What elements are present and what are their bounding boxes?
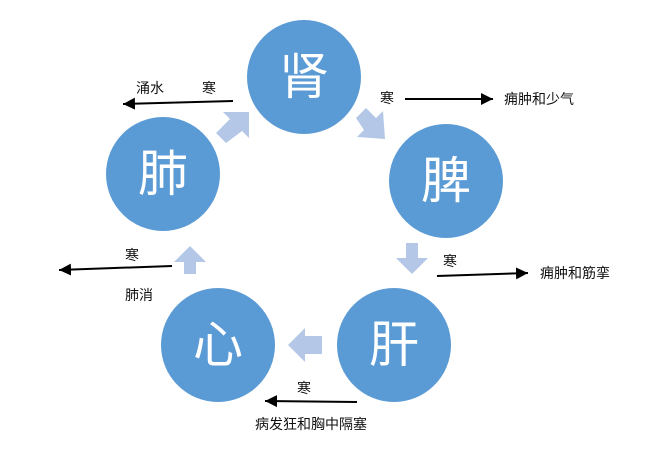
heart-effect-cause: 寒 (297, 381, 311, 397)
organ-label-lung: 肺 (138, 145, 188, 203)
cycle-arrow-lung-to-kidney (216, 112, 249, 143)
heart-effect-result: 病发狂和胸中隔塞 (255, 417, 367, 433)
organ-node-heart: 心 (161, 288, 275, 402)
effect-arrow-lung (58, 263, 173, 276)
lung-effect-result: 肺消 (125, 288, 153, 304)
cycle-arrow-liver-to-heart (288, 328, 322, 362)
cycle-arrow-heart-to-lung (174, 246, 206, 274)
organ-label-kidney: 肾 (279, 48, 329, 106)
effect-arrow-liver (436, 267, 529, 280)
lung-effect-cause: 寒 (125, 248, 139, 264)
organ-node-lung: 肺 (106, 117, 220, 231)
kidney-effect-result: 涌水 (136, 81, 164, 97)
liver-effect-cause: 寒 (443, 254, 457, 270)
effect-arrow-heart (264, 395, 358, 408)
spleen-effect-cause: 寒 (380, 91, 394, 107)
organ-label-spleen: 脾 (421, 152, 471, 210)
organ-label-liver: 肝 (369, 316, 419, 374)
cycle-arrow-spleen-to-liver (396, 243, 428, 274)
spleen-effect-result: 痈肿和少气 (504, 92, 574, 108)
organ-node-liver: 肝 (337, 288, 451, 402)
organ-node-spleen: 脾 (389, 124, 503, 238)
organ-node-kidney: 肾 (247, 20, 361, 134)
organ-label-heart: 心 (193, 316, 243, 374)
kidney-effect-cause: 寒 (202, 81, 216, 97)
effect-arrow-kidney (122, 97, 234, 110)
liver-effect-result: 痈肿和筋挛 (540, 266, 610, 282)
cycle-arrow-kidney-to-spleen (356, 108, 385, 139)
